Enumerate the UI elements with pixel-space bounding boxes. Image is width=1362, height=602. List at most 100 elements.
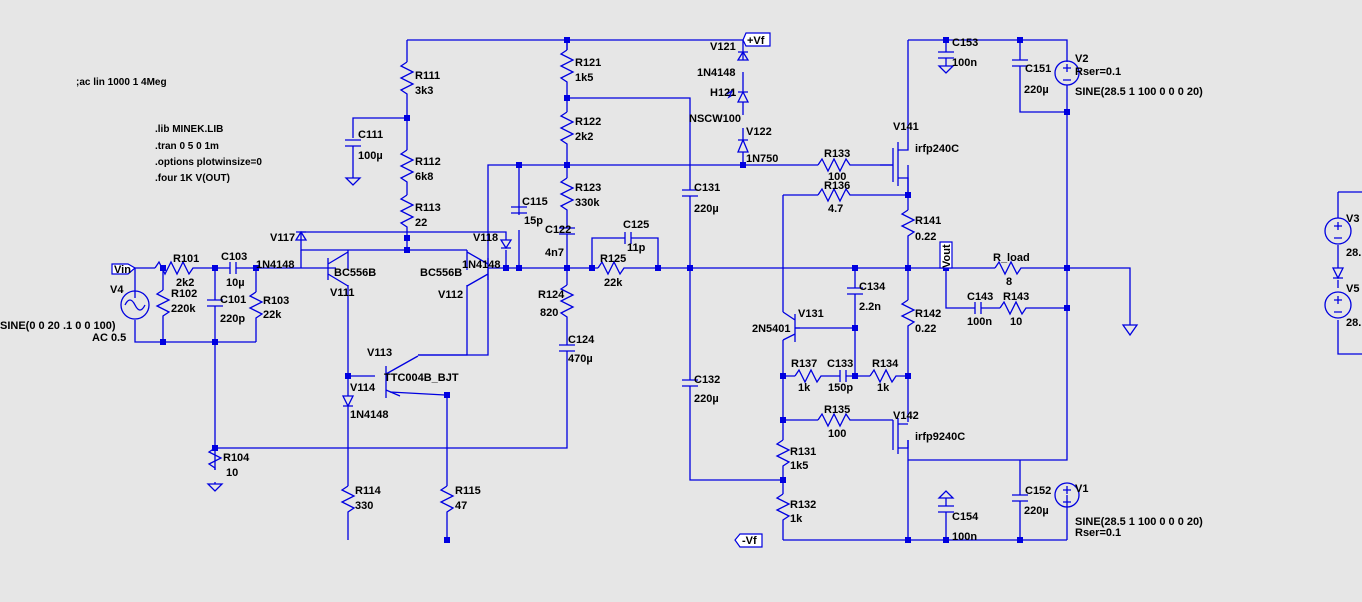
c154-name: C154 [952, 511, 979, 523]
r141-value: 0.22 [915, 231, 936, 243]
r134-name: R134 [872, 358, 899, 370]
net-flag-vout: Vout [941, 244, 953, 268]
v3-name: V3 [1346, 213, 1359, 225]
directive-options: .options plotwinsize=0 [155, 157, 262, 168]
directive-tran: .tran 0 5 0 1m [155, 141, 219, 152]
v3-value: 28. [1346, 247, 1361, 259]
r134-value: 1k [877, 382, 890, 394]
v111-name: V111 [330, 287, 354, 299]
r123-value: 330k [575, 197, 600, 209]
c103-name: C103 [221, 251, 247, 263]
c132-value: 220µ [694, 393, 719, 405]
r132-value: 1k [790, 513, 803, 525]
r135-value: 100 [828, 428, 846, 440]
r103-name: R103 [263, 295, 289, 307]
r141-name: R141 [915, 215, 941, 227]
c143-name: C143 [967, 291, 993, 303]
net-flag-vf-pos: +Vf [747, 35, 765, 47]
c124-value: 470µ [568, 353, 593, 365]
c125-name: C125 [623, 219, 649, 231]
v142-name: V142 [893, 410, 919, 422]
r124-name: R124 [538, 289, 565, 301]
v141-name: V141 [893, 121, 919, 133]
r131-value: 1k5 [790, 460, 808, 472]
v4-value: SINE(0 0 20 .1 0 0 100) [0, 320, 116, 332]
v131-model: 2N5401 [752, 323, 791, 335]
r143-value: 10 [1010, 316, 1022, 328]
r142-value: 0.22 [915, 323, 936, 335]
v122-name: V122 [746, 126, 772, 138]
c122-value: 4n7 [545, 247, 564, 259]
c154-value: 100n [952, 531, 977, 543]
r136-value: 4.7 [828, 203, 843, 215]
transistor-symbols [327, 138, 909, 454]
v112-name: V112 [438, 289, 463, 301]
r137-value: 1k [798, 382, 811, 394]
c125-value: 11p [627, 242, 646, 254]
v1-value: SINE(28.5 1 100 0 0 0 20) [1075, 516, 1203, 528]
v121-name: V121 [710, 41, 736, 53]
c134-name: C134 [859, 281, 886, 293]
net-flag-vf-neg: -Vf [742, 535, 757, 547]
v1-rser: Rser=0.1 [1075, 527, 1121, 539]
v121-value: 1N4148 [697, 67, 736, 79]
v2-value: SINE(28.5 1 100 0 0 0 20) [1075, 86, 1203, 98]
r135-name: R135 [824, 404, 850, 416]
c111-name: C111 [358, 129, 383, 141]
r115-value: 47 [455, 500, 467, 512]
v114-value: 1N4148 [350, 409, 389, 421]
v114-name: V114 [350, 382, 376, 394]
v117-name: V117 [270, 232, 295, 244]
c132-name: C132 [694, 374, 720, 386]
r112-value: 6k8 [415, 171, 433, 183]
r121-name: R121 [575, 57, 601, 69]
v4-ac: AC 0.5 [92, 332, 126, 344]
c115-name: C115 [522, 196, 548, 208]
c101-name: C101 [220, 294, 246, 306]
c122-name: C122 [545, 224, 571, 236]
rload-name: R_load [993, 252, 1030, 264]
ground-symbols [206, 65, 1139, 499]
v2-rser: Rser=0.1 [1075, 66, 1121, 78]
c152-value: 220µ [1024, 505, 1049, 517]
c124-name: C124 [568, 334, 595, 346]
r143-name: R143 [1003, 291, 1029, 303]
v118-value: 1N4148 [462, 259, 501, 271]
rload-value: 8 [1006, 276, 1012, 288]
r136-name: R136 [824, 180, 850, 192]
c152-name: C152 [1025, 485, 1051, 497]
r101-value: 2k2 [176, 277, 194, 289]
r113-value: 22 [415, 217, 427, 229]
v4-name: V4 [110, 284, 124, 296]
h121-name: H121 [710, 87, 736, 99]
v131-name: V131 [798, 308, 824, 320]
voltage-source-symbols [120, 60, 1352, 508]
r122-name: R122 [575, 116, 601, 128]
r124-value: 820 [540, 307, 558, 319]
r132-name: R132 [790, 499, 816, 511]
r102-name: R102 [171, 288, 197, 300]
v1-name: V1 [1075, 483, 1088, 495]
r101-name: R101 [173, 253, 199, 265]
junctions [160, 37, 1070, 543]
r133-value: 100 [828, 171, 846, 183]
r133-name: R133 [824, 148, 850, 160]
resistor-symbols [154, 49, 1030, 528]
r123-name: R123 [575, 182, 601, 194]
directive-ac: ;ac lin 1000 1 4Meg [76, 77, 167, 88]
h121-value: NSCW100 [689, 113, 741, 125]
c153-value: 100n [952, 57, 977, 69]
r125-name: R125 [600, 253, 626, 265]
r102-value: 220k [171, 303, 196, 315]
c143-value: 100n [967, 316, 992, 328]
r131-name: R131 [790, 446, 816, 458]
r142-name: R142 [915, 308, 941, 320]
r104-name: R104 [223, 452, 250, 464]
v122-value: 1N750 [746, 153, 778, 165]
v113-name: V113 [367, 347, 392, 359]
c131-value: 220µ [694, 203, 719, 215]
net-flag-vin: Vin [114, 264, 131, 276]
capacitor-symbols [207, 51, 1028, 522]
directive-four: .four 1K V(OUT) [155, 173, 230, 184]
